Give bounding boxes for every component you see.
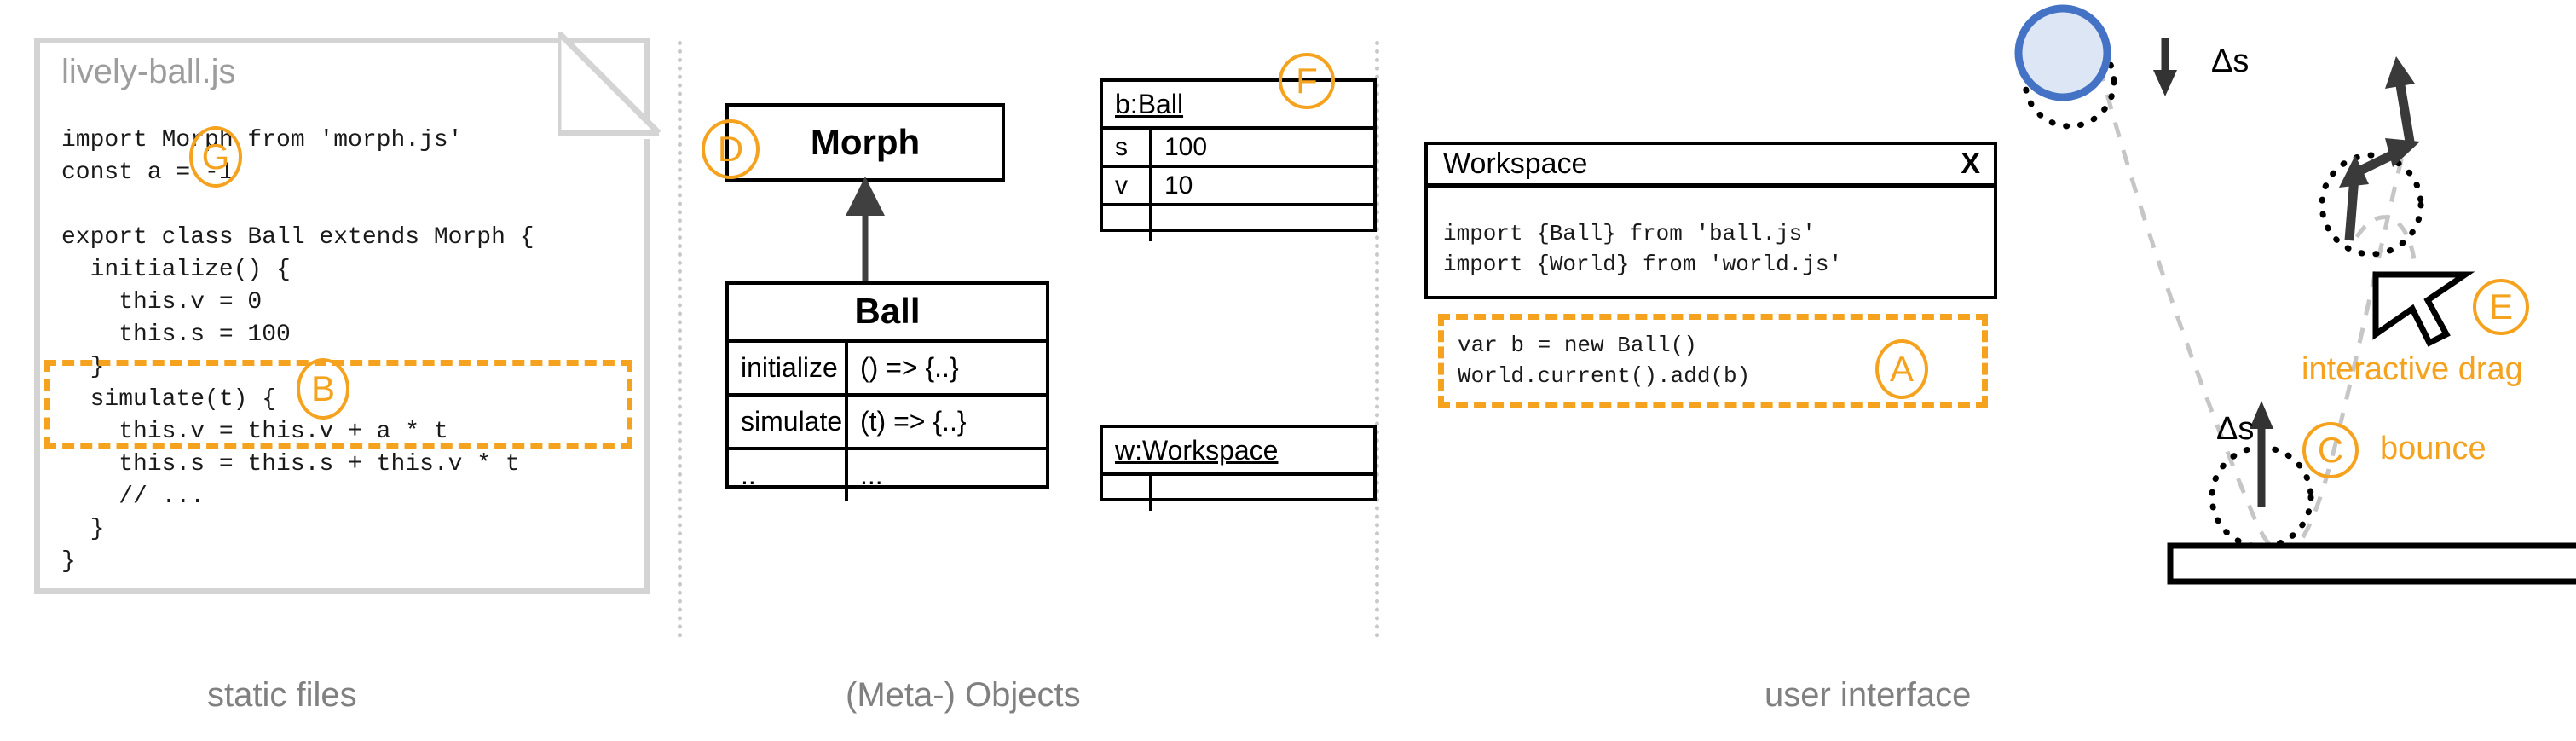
- panel-divider-left: [678, 41, 682, 638]
- bouncing-ball-illustration: [2014, 4, 2576, 585]
- badge-f[interactable]: F: [1279, 53, 1335, 109]
- annotation-interactive-drag: interactive drag: [2302, 351, 2523, 387]
- uml-member-name: ..: [729, 450, 848, 501]
- caption-static-files: static files: [207, 676, 357, 714]
- uml-row: .. ...: [729, 450, 1046, 501]
- uml-class-ball[interactable]: Ball initialize () => {..} simulate (t) …: [725, 281, 1049, 501]
- table-row: s 100: [1103, 130, 1373, 168]
- uml-member-signature: ...: [860, 460, 883, 490]
- uml-row: initialize () => {..}: [729, 343, 1046, 397]
- workspace-title-label: Workspace: [1443, 148, 1588, 180]
- table-row: v 10: [1103, 168, 1373, 206]
- uml-class-morph-title: Morph: [810, 122, 921, 162]
- uml-row: simulate (t) => {..}: [729, 397, 1046, 450]
- close-icon[interactable]: X: [1961, 148, 1980, 180]
- uml-member-signature: () => {..}: [860, 352, 959, 383]
- object-title-text: b:Ball: [1115, 88, 1184, 119]
- uml-member-name: simulate: [729, 397, 848, 447]
- highlight-box-workspace-snippet: var b = new Ball() World.current().add(b…: [1438, 314, 1988, 408]
- table-row: .. ...: [1103, 206, 1373, 241]
- object-table-title: w:Workspace: [1103, 428, 1373, 476]
- table-row: .. ...: [1103, 476, 1373, 511]
- workspace-import-code[interactable]: import {Ball} from 'ball.js' import {Wor…: [1443, 221, 1843, 277]
- uml-member-name: initialize: [729, 343, 848, 393]
- badge-g[interactable]: G: [189, 126, 242, 188]
- badge-c[interactable]: C: [2302, 422, 2359, 478]
- badge-e[interactable]: E: [2473, 279, 2529, 335]
- panel-divider-right: [1375, 41, 1379, 638]
- delta-s-label-bottom: Δs: [2216, 411, 2255, 447]
- delta-s-label-top: Δs: [2211, 43, 2250, 79]
- uml-class-morph[interactable]: Morph: [725, 103, 1005, 182]
- object-table-title: b:Ball: [1103, 82, 1373, 130]
- uml-class-ball-title: Ball: [729, 285, 1046, 343]
- object-property-value: ...: [1164, 478, 1187, 507]
- workspace-titlebar[interactable]: Workspace X: [1428, 145, 1994, 188]
- source-file-card: [34, 38, 650, 594]
- object-table-w-workspace[interactable]: w:Workspace .. ...: [1100, 425, 1377, 511]
- object-table-b-ball[interactable]: b:Ball s 100 v 10 .. ...: [1100, 78, 1377, 241]
- highlight-box-simulate: [44, 360, 632, 449]
- object-property-key: ..: [1103, 206, 1152, 241]
- object-property-value: 10: [1164, 171, 1193, 200]
- object-title-text: w:Workspace: [1115, 434, 1279, 466]
- workspace-highlighted-code[interactable]: var b = new Ball() World.current().add(b…: [1458, 333, 1751, 389]
- workspace-window[interactable]: Workspace X import {Ball} from 'ball.js'…: [1424, 142, 1997, 299]
- object-property-value: 100: [1164, 132, 1208, 161]
- object-property-key: v: [1103, 168, 1152, 203]
- caption-user-interface: user interface: [1765, 676, 1972, 714]
- uml-member-signature: (t) => {..}: [860, 406, 967, 437]
- badge-d[interactable]: D: [702, 119, 760, 179]
- badge-b[interactable]: B: [297, 358, 349, 420]
- file-source-code[interactable]: import Morph from 'morph.js' const a = -…: [61, 127, 534, 575]
- caption-meta-objects: (Meta-) Objects: [846, 676, 1081, 714]
- object-property-value: ...: [1164, 209, 1187, 238]
- object-property-key: ..: [1103, 476, 1152, 511]
- annotation-bounce: bounce: [2380, 431, 2486, 466]
- file-name-label: lively-ball.js: [61, 53, 236, 90]
- inheritance-arrow-icon: [846, 177, 885, 286]
- badge-a[interactable]: A: [1875, 339, 1928, 399]
- page-fold-icon: [558, 32, 665, 139]
- object-property-key: s: [1103, 130, 1152, 165]
